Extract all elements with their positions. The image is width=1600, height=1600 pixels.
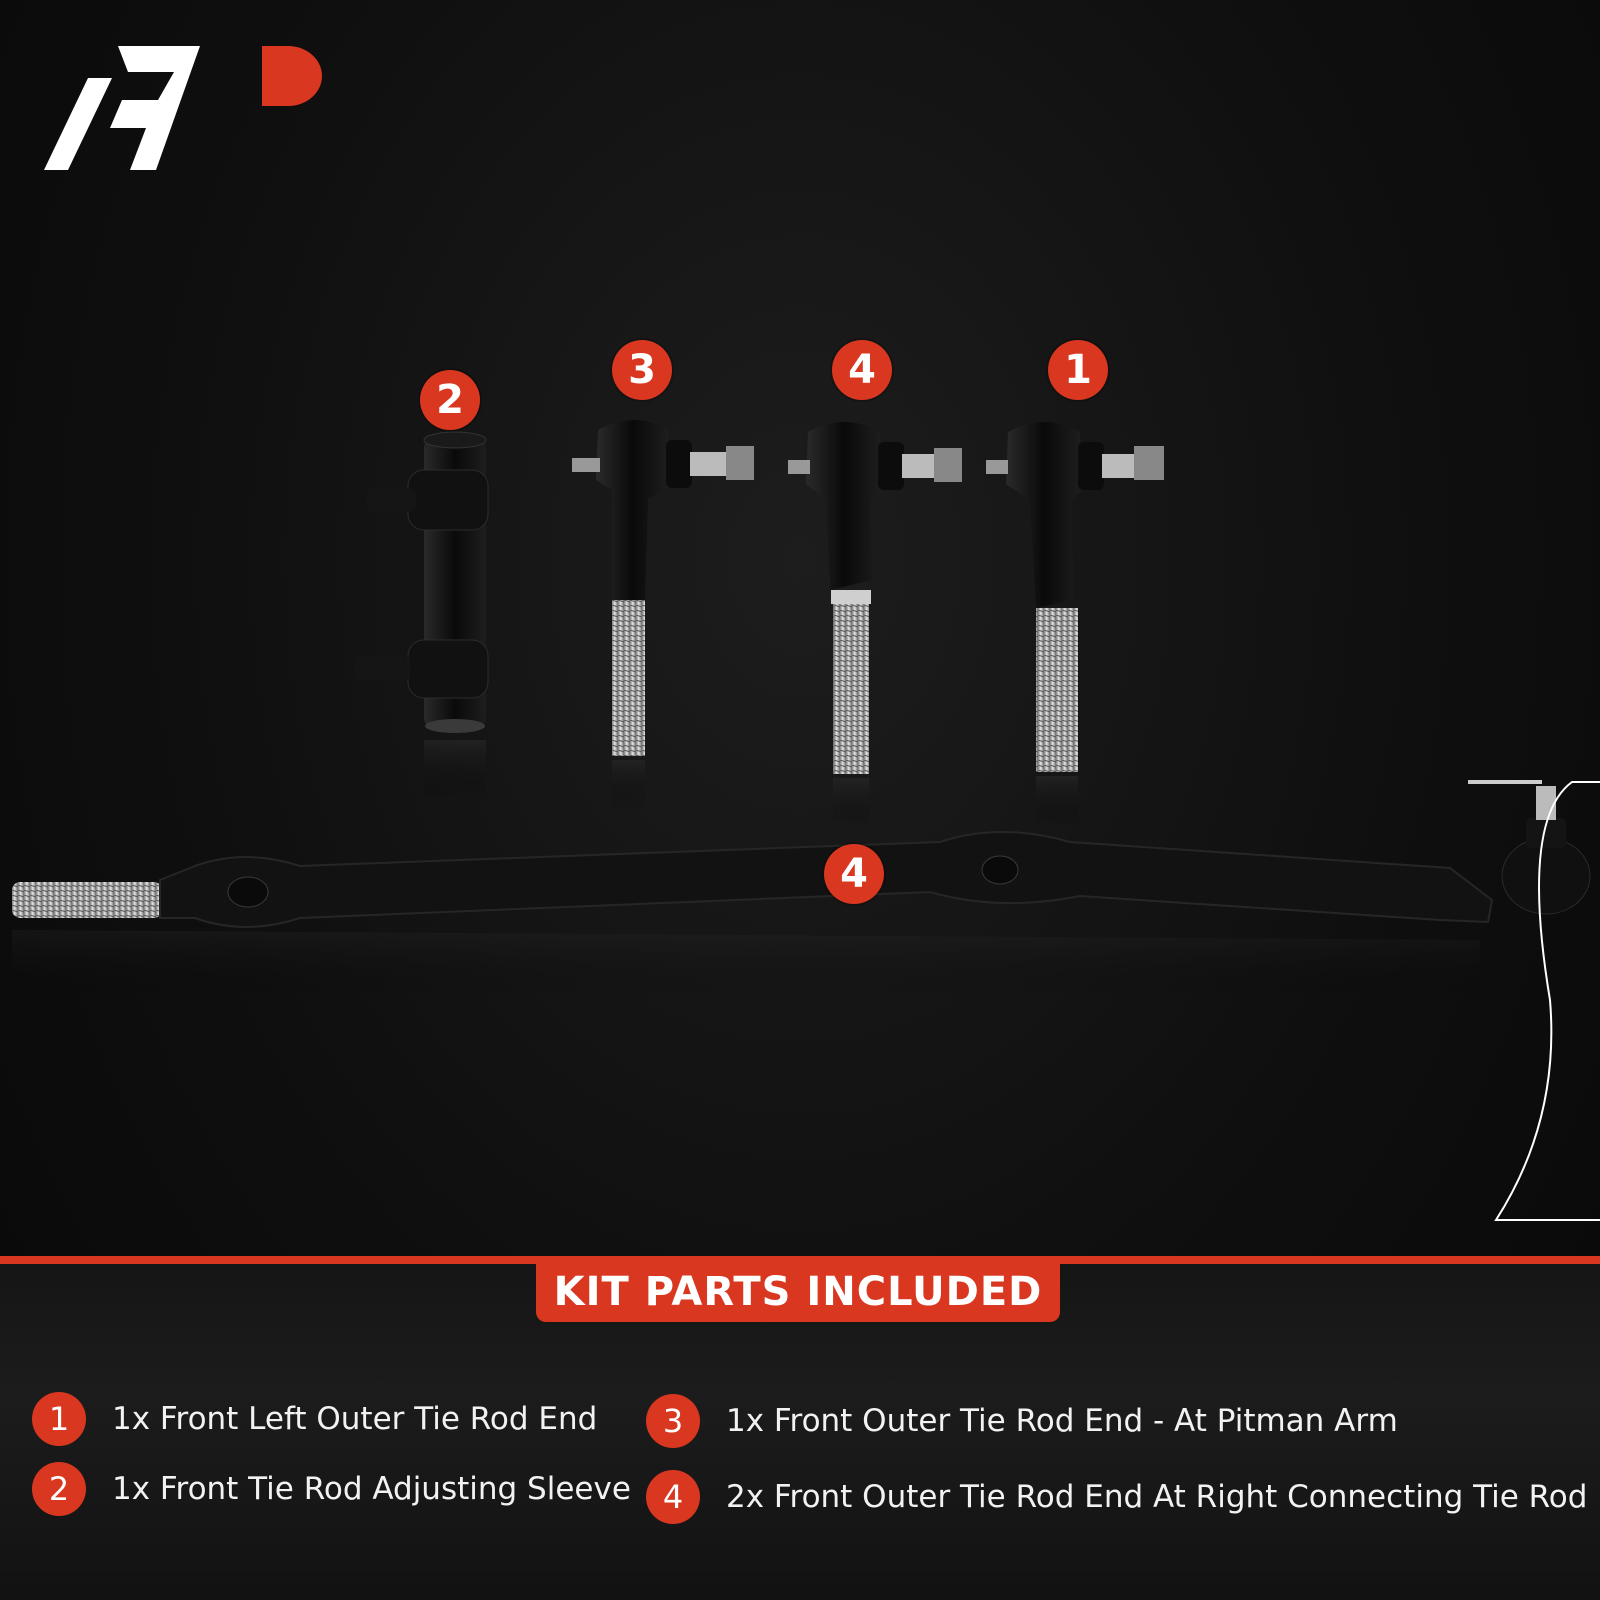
tie-rod-end-left-outer-image (986, 422, 1164, 826)
kit-item-text: 1x Front Outer Tie Rod End - At Pitman A… (726, 1403, 1398, 1439)
callout-badge-pitman: 3 (612, 340, 672, 400)
callout-badge-right-connecting: 4 (832, 340, 892, 400)
kit-item-1: 1 1x Front Left Outer Tie Rod End (32, 1390, 597, 1448)
kit-item-2: 2 1x Front Tie Rod Adjusting Sleeve (32, 1460, 631, 1518)
kit-item-4: 4 2x Front Outer Tie Rod End At Right Co… (646, 1468, 1587, 1526)
tie-rod-end-pitman-image (572, 420, 754, 810)
panel-divider (0, 1256, 1600, 1264)
kit-item-text: 1x Front Tie Rod Adjusting Sleeve (112, 1471, 631, 1507)
kit-item-number: 4 (646, 1470, 700, 1524)
decorative-arc (1494, 781, 1600, 1221)
callout-badge-center-link: 4 (824, 844, 884, 904)
kit-item-text: 1x Front Left Outer Tie Rod End (112, 1401, 598, 1437)
kit-item-number: 3 (646, 1394, 700, 1448)
adjusting-sleeve-image (354, 431, 489, 800)
kit-parts-title: KIT PARTS INCLUDED (536, 1262, 1060, 1322)
kit-item-number: 1 (32, 1392, 86, 1446)
ap-logo-icon (44, 46, 322, 170)
tie-rod-end-right-connecting-image (788, 422, 962, 828)
kit-item-number: 2 (32, 1462, 86, 1516)
center-link-tie-rod-image (12, 780, 1591, 1000)
callout-badge-left-outer: 1 (1048, 340, 1108, 400)
kit-item-3: 3 1x Front Outer Tie Rod End - At Pitman… (646, 1392, 1398, 1450)
callout-badge-sleeve: 2 (420, 370, 480, 430)
kit-item-text: 2x Front Outer Tie Rod End At Right Conn… (726, 1479, 1588, 1515)
